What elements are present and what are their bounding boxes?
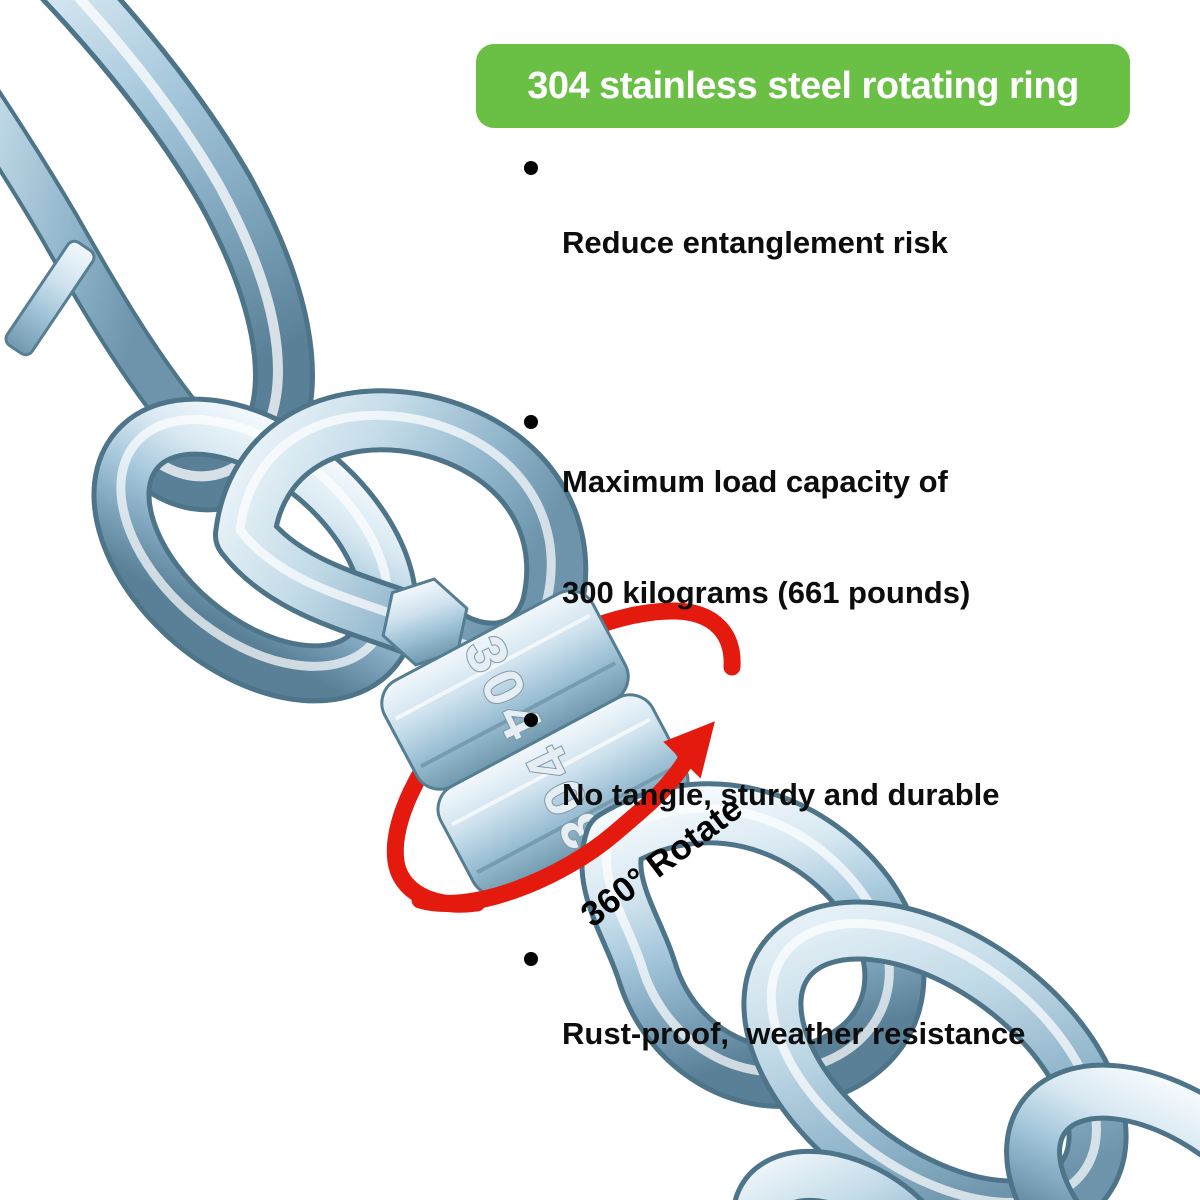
bullet-dot-icon xyxy=(524,952,538,966)
feature-item: Rust-proof, weather resistance xyxy=(524,941,1104,1163)
chain-link-upper xyxy=(91,396,419,704)
chain-link-lower xyxy=(741,899,1129,1200)
chain-link-lower-highlight xyxy=(766,919,1101,1200)
chain-link-bottom-tip xyxy=(730,1148,960,1200)
feature-text: Maximum load capacity of 300 kilograms (… xyxy=(562,389,970,685)
swivel-upper-eye-highlight xyxy=(235,410,556,653)
chain-link-bottom-tip-body xyxy=(735,1153,955,1200)
bullet-dot-icon xyxy=(524,713,538,727)
title-banner-label: 304 stainless steel rotating ring xyxy=(527,64,1079,107)
swivel-lower-eye-highlight xyxy=(601,803,894,1077)
title-banner: 304 stainless steel rotating ring xyxy=(476,44,1130,128)
feature-line: Rust-proof, weather resistance xyxy=(562,1016,1026,1051)
chain-link-upper-body xyxy=(96,401,414,699)
feature-item: Reduce entanglement risk xyxy=(524,150,1104,372)
bullet-dot-icon xyxy=(524,161,538,175)
feature-text: Reduce entanglement risk xyxy=(562,150,948,372)
swivel-barrel-upper: 304 xyxy=(380,589,630,791)
rotation-arrow-front xyxy=(411,748,697,912)
feature-line: 300 kilograms (661 pounds) xyxy=(562,575,971,610)
swivel-barrel-upper-facet-top xyxy=(394,613,591,721)
feature-line: Reduce entanglement risk xyxy=(562,225,948,260)
rotation-arrow-head xyxy=(663,721,715,779)
feature-line: Maximum load capacity of xyxy=(562,464,948,499)
bullet-dot-icon xyxy=(524,415,538,429)
feature-text: Rust-proof, weather resistance xyxy=(562,941,1025,1163)
chain-link-corner xyxy=(1004,1062,1200,1200)
feature-text: No tangle, sturdy and durable xyxy=(562,702,1000,924)
chain-link-lower-body xyxy=(746,904,1124,1200)
swivel-body: 304 304 xyxy=(380,577,690,897)
swivel-barrel-lower-facet-bottom xyxy=(476,765,676,875)
carabiner-gate xyxy=(0,96,201,437)
swivel-upper-eye xyxy=(213,388,589,685)
swivel-barrel-upper-facet-bottom xyxy=(420,661,617,769)
feature-item: No tangle, sturdy and durable xyxy=(524,702,1104,924)
swivel-barrel-lower-facet-top xyxy=(450,717,651,827)
feature-list: Reduce entanglement risk Maximum load ca… xyxy=(524,150,1104,1163)
feature-line: No tangle, sturdy and durable xyxy=(562,777,1000,812)
chain-link-corner-body xyxy=(1009,1067,1200,1200)
swivel-lower-eye xyxy=(579,781,927,1109)
carabiner-gate-hinge xyxy=(4,239,96,357)
feature-item: Maximum load capacity of 300 kilograms (… xyxy=(524,389,1104,685)
